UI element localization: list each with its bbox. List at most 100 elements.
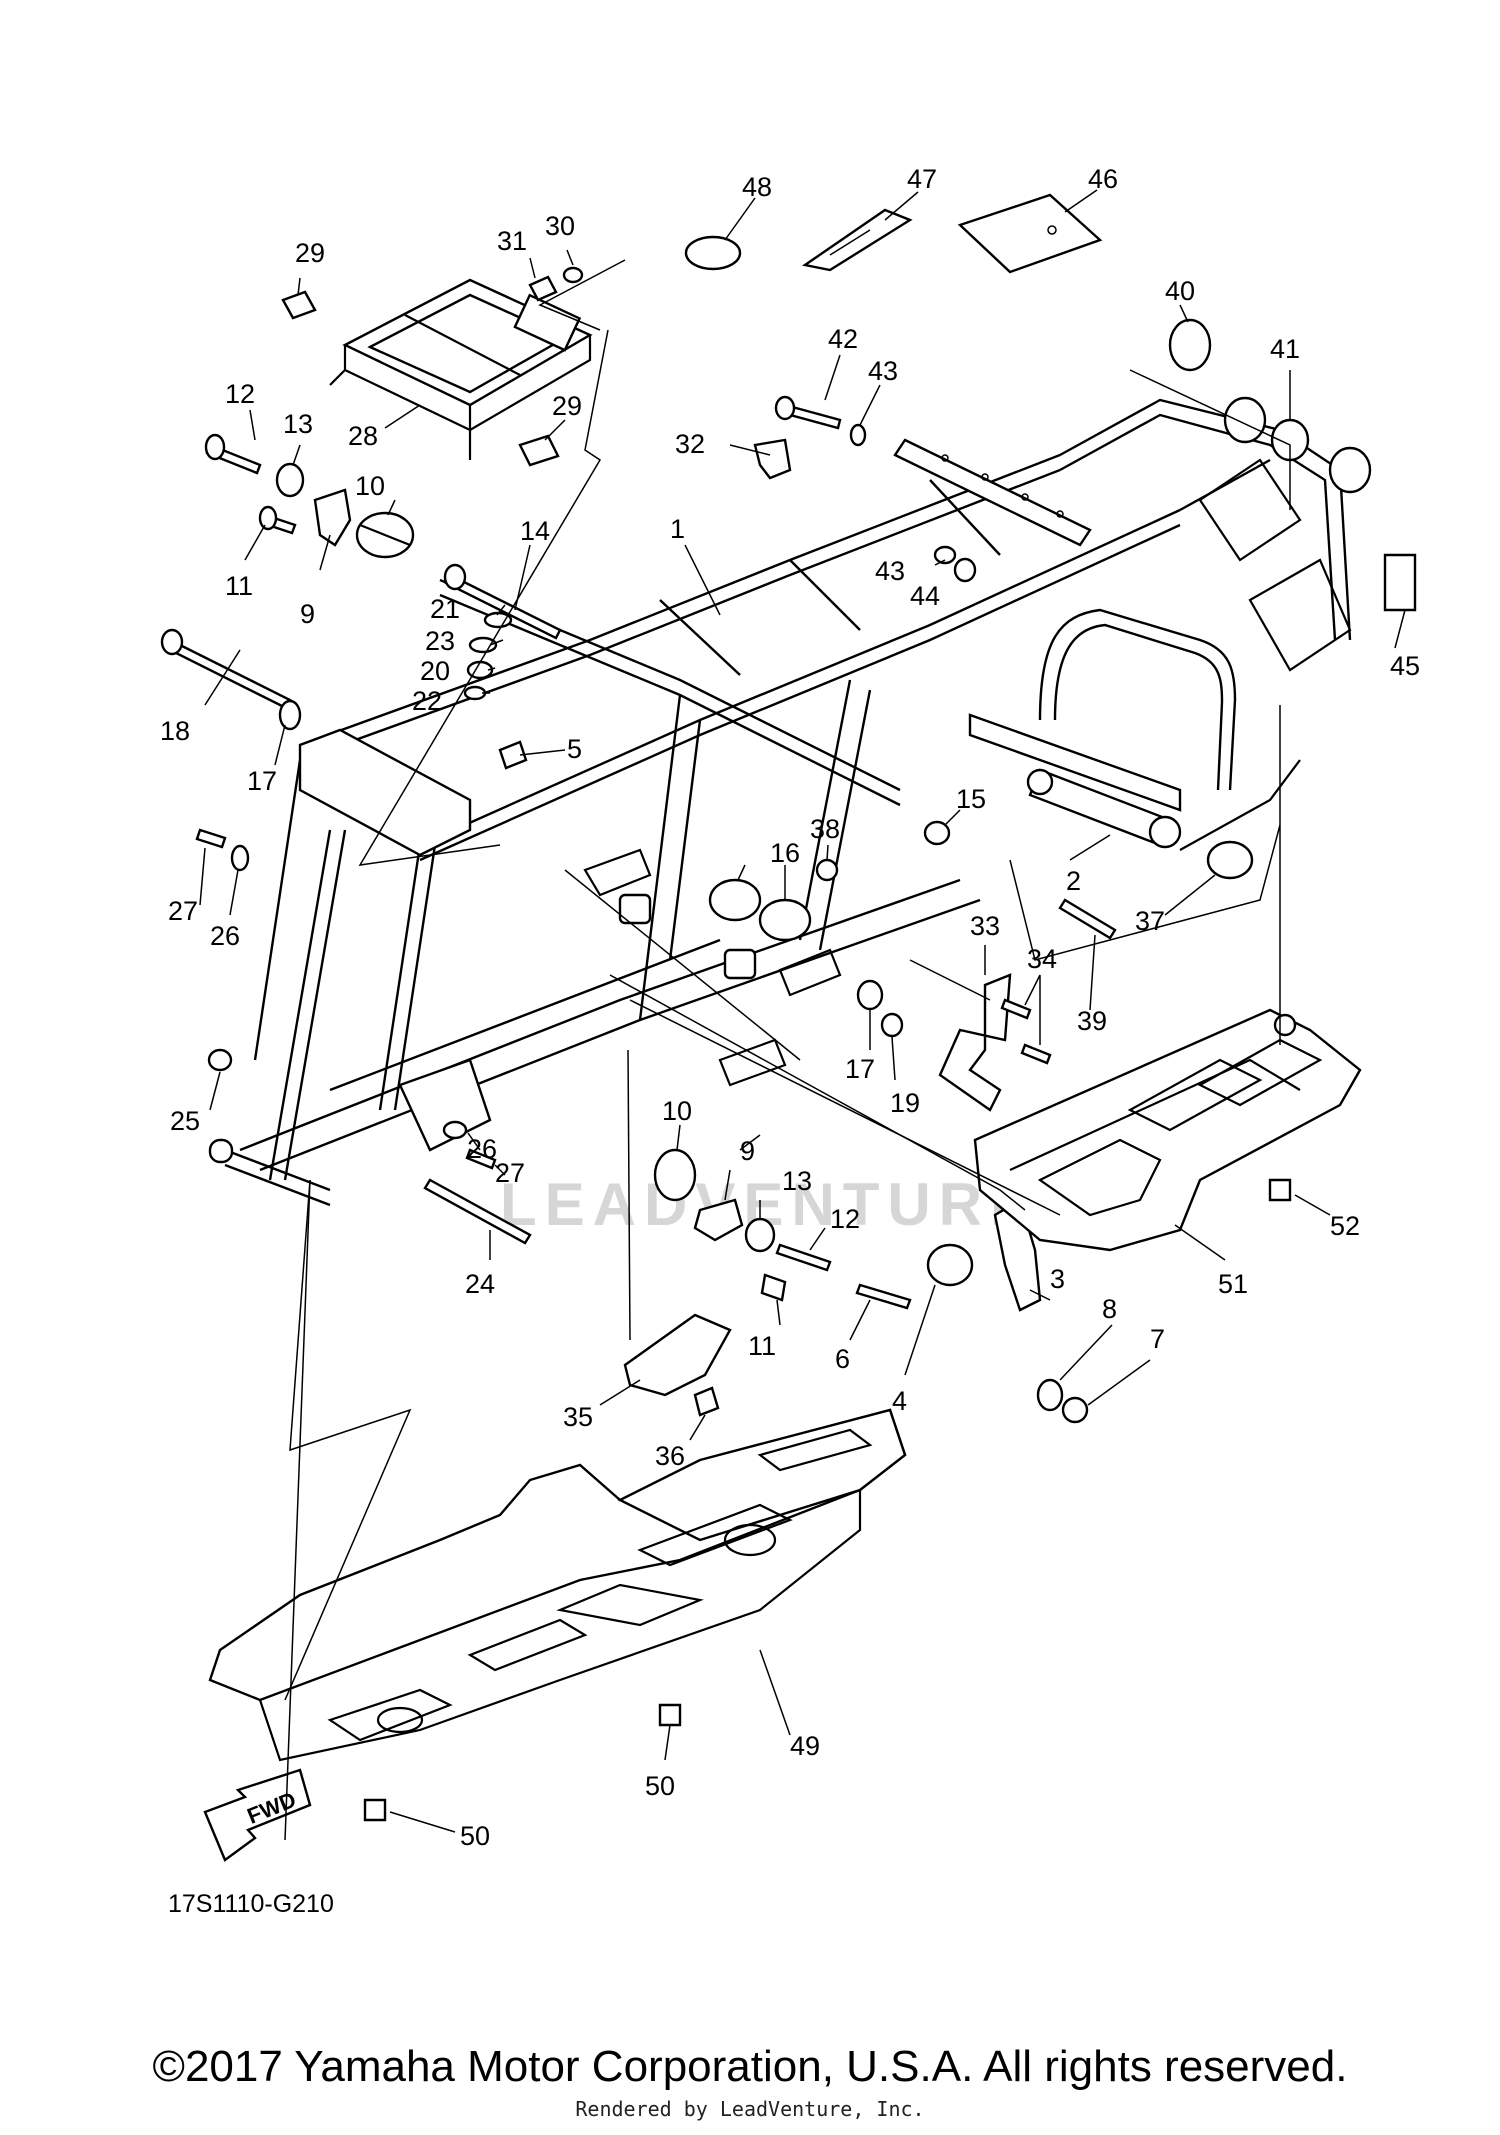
washer-21	[483, 611, 513, 629]
callout-41: 41	[1270, 334, 1300, 364]
callout-47: 47	[907, 164, 937, 194]
callout-26a: 26	[210, 921, 240, 951]
bolt-50-upper	[658, 1703, 682, 1727]
bolt-6	[855, 1283, 912, 1310]
bolt-36	[693, 1386, 720, 1417]
plate-45	[1383, 553, 1417, 612]
forward-arrow-icon: FWD	[203, 1768, 312, 1862]
skid-plate-rear	[973, 1008, 1362, 1252]
callout-3: 3	[1050, 1264, 1065, 1294]
callout-7: 7	[1150, 1324, 1165, 1354]
callout-39: 39	[1077, 1006, 1107, 1036]
callout-43a: 43	[868, 356, 898, 386]
callout-44: 44	[910, 581, 940, 611]
washer-23	[468, 636, 498, 654]
callout-16: 16	[770, 838, 800, 868]
washer-13-lower	[744, 1217, 776, 1253]
callout-19: 19	[890, 1088, 920, 1118]
callout-46: 46	[1088, 164, 1118, 194]
main-frame	[208, 398, 1352, 1207]
callout-50b: 50	[460, 1821, 490, 1851]
nut-15	[923, 820, 951, 846]
clip-29-lower	[518, 434, 560, 467]
bracket-9-lower	[693, 1198, 744, 1242]
callout-31: 31	[497, 226, 527, 256]
rendered-by-credit: Rendered by LeadVenture, Inc.	[575, 2097, 925, 2121]
callout-6: 6	[835, 1344, 850, 1374]
clip-29-upper	[281, 290, 317, 320]
callout-17a: 17	[247, 766, 277, 796]
callout-37: 37	[1135, 906, 1165, 936]
callout-12a: 12	[225, 379, 255, 409]
callout-45: 45	[1390, 651, 1420, 681]
bolt-24	[423, 1178, 532, 1245]
callout-38: 38	[810, 814, 840, 844]
callout-18: 18	[160, 716, 190, 746]
callout-32: 32	[675, 429, 705, 459]
callout-11a: 11	[225, 571, 253, 601]
callout-8: 8	[1102, 1294, 1117, 1324]
bolt-39	[1058, 898, 1117, 940]
washer-17-lower	[856, 979, 884, 1011]
callout-21: 21	[430, 594, 460, 624]
tool-47	[801, 208, 913, 272]
bushing-4	[926, 1243, 974, 1287]
callout-1: 1	[670, 514, 685, 544]
bracket-9-upper	[313, 488, 352, 547]
skid-plate-front	[208, 1408, 907, 1762]
bushing-37	[1206, 840, 1254, 880]
nut-44	[953, 557, 977, 583]
callout-23: 23	[425, 626, 455, 656]
callout-20: 20	[420, 656, 450, 686]
callout-52: 52	[1330, 1211, 1360, 1241]
callout-36: 36	[655, 1441, 685, 1471]
callout-35: 35	[563, 1402, 593, 1432]
callout-17b: 17	[845, 1054, 875, 1084]
callout-40: 40	[1165, 276, 1195, 306]
callout-51: 51	[1218, 1269, 1248, 1299]
bolt-50-lower	[363, 1798, 387, 1822]
callout-13b: 13	[782, 1166, 812, 1196]
callout-9a: 9	[300, 599, 315, 629]
callout-26b: 26	[467, 1134, 497, 1164]
callout-30: 30	[545, 211, 575, 241]
bushing-10-lower	[653, 1148, 697, 1202]
callout-27b: 27	[495, 1158, 525, 1188]
callout-5: 5	[567, 734, 582, 764]
callout-42: 42	[828, 324, 858, 354]
callout-9b: 9	[740, 1136, 755, 1166]
washer-43-upper	[849, 423, 867, 447]
callout-27a: 27	[168, 896, 198, 926]
bushing-16-b	[758, 898, 812, 942]
o-ring-48	[684, 235, 742, 271]
callout-11b: 11	[748, 1331, 776, 1361]
washer-13-upper	[275, 462, 305, 498]
washer-26-left	[230, 844, 250, 872]
callout-43b: 43	[875, 556, 905, 586]
bolt-27-left	[195, 828, 227, 849]
callout-33: 33	[970, 911, 1000, 941]
bracket-33	[938, 973, 1012, 1112]
nut-25	[207, 1048, 233, 1072]
nut-38	[815, 858, 839, 882]
callout-24: 24	[465, 1269, 495, 1299]
callout-12b: 12	[830, 1204, 860, 1234]
callout-49: 49	[790, 1731, 820, 1761]
callout-13a: 13	[283, 409, 313, 439]
callout-14: 14	[520, 516, 550, 546]
bolt-11-lower	[760, 1273, 787, 1302]
bolt-34-a	[1000, 998, 1032, 1020]
bolt-34-b	[1020, 1043, 1052, 1065]
pouch-46	[957, 193, 1103, 274]
bolt-18	[164, 638, 292, 710]
nut-30	[562, 266, 584, 284]
washer-43-lower	[933, 545, 957, 565]
callout-4: 4	[892, 1386, 907, 1416]
washer-8	[1036, 1378, 1064, 1412]
washer-26-lower	[442, 1120, 468, 1140]
bracket-35	[623, 1313, 732, 1397]
diagram-part-code: 17S1110-G210	[168, 1890, 334, 1918]
callout-10b: 10	[662, 1096, 692, 1126]
phantom-lines	[284, 259, 1291, 1841]
